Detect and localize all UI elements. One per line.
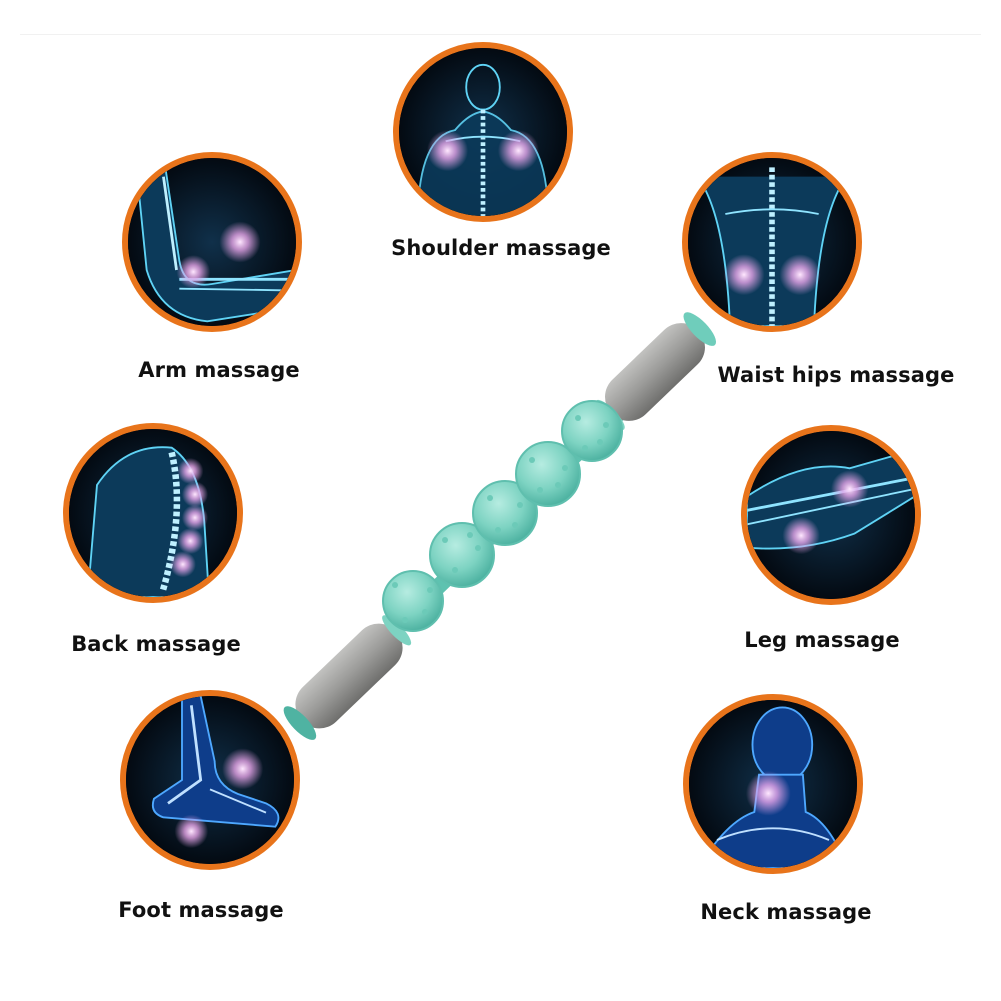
back-badge-image <box>63 423 243 603</box>
foot-badge-image <box>120 690 300 870</box>
arm-badge-image <box>122 152 302 332</box>
shoulder-massage-label: Shoulder massage <box>391 236 611 260</box>
waist-hips-badge-image <box>682 152 862 332</box>
foot-massage-label: Foot massage <box>118 898 284 922</box>
neck-badge-image <box>683 694 863 874</box>
back-massage-label: Back massage <box>71 632 241 656</box>
top-divider <box>20 34 981 35</box>
waist-hips-massage-label: Waist hips massage <box>717 363 955 387</box>
leg-massage-label: Leg massage <box>744 628 900 652</box>
leg-badge-image <box>741 425 921 605</box>
shoulder-badge-image <box>393 42 573 222</box>
neck-massage-label: Neck massage <box>700 900 872 924</box>
arm-massage-label: Arm massage <box>138 358 300 382</box>
